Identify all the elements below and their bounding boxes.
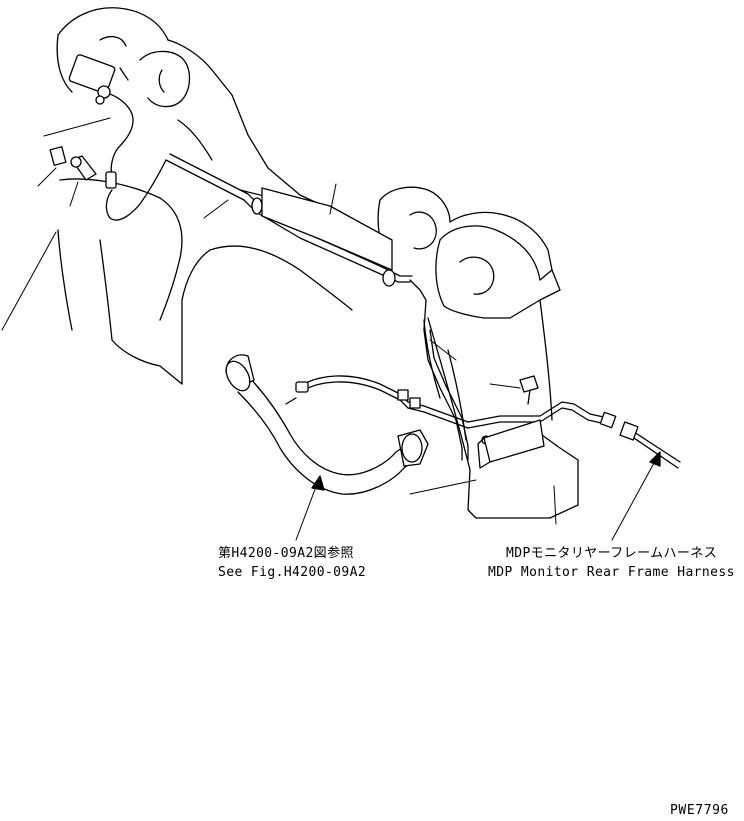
bolt-rear (519, 375, 539, 405)
harness-label-en: MDP Monitor Rear Frame Harness (488, 565, 735, 580)
harness-label-jp: MDPモニタリヤーフレームハーネス (506, 546, 717, 561)
clamp-plate (49, 146, 67, 166)
upper-frame (56, 7, 353, 385)
pressure-sensor (68, 54, 129, 105)
hydraulic-ref-label-en: See Fig.H4200-09A2 (218, 565, 366, 580)
drawing-code: PWE7796 (670, 803, 729, 818)
bolt-upper (70, 155, 97, 181)
connector-upper (105, 171, 117, 189)
rear-frame (377, 186, 579, 519)
clamp-block (477, 419, 545, 469)
grommet-upper (251, 197, 263, 215)
hydraulic-pipe (225, 354, 429, 495)
cover-plate (261, 187, 393, 271)
connector-mid (382, 269, 396, 287)
leader-lines (1, 117, 661, 541)
hydraulic-ref-label-jp: 第H4200-09A2図参照 (218, 545, 354, 561)
